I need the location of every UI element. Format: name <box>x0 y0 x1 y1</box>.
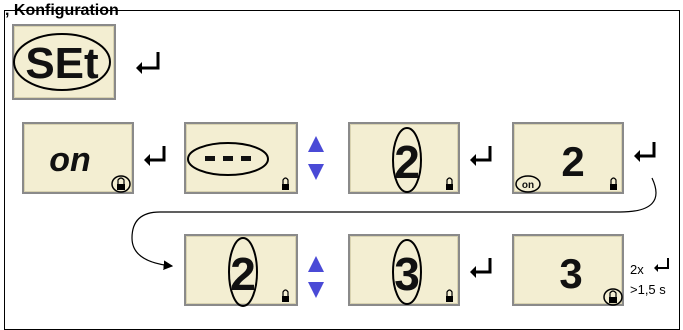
note-duration: >1,5 s <box>630 282 666 297</box>
lcd-dash-display <box>184 122 298 194</box>
lcd-on-display <box>22 122 134 194</box>
lcd-two-edit-display <box>184 234 298 306</box>
lcd-three-final-display <box>512 234 624 306</box>
note-2x: 2x <box>630 262 644 277</box>
header-title: , Konfiguration <box>5 2 119 19</box>
lcd-three-display <box>348 234 460 306</box>
lcd-two-on-display <box>512 122 624 194</box>
lcd-two-display <box>348 122 460 194</box>
lcd-set-display <box>12 24 116 100</box>
